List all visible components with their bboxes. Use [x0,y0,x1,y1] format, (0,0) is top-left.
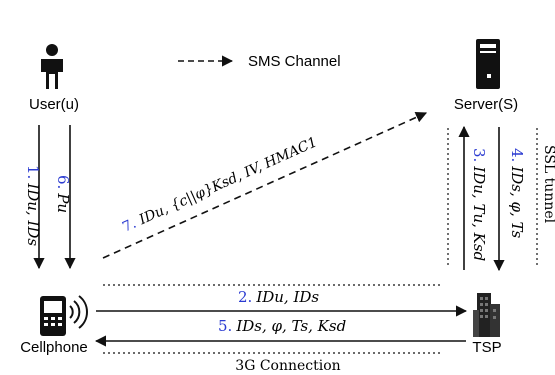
arrow-msg-7 [102,112,428,259]
msg-5-number: 5. [218,317,232,335]
msg-4-text: IDs, φ, Ts [508,165,526,238]
msg-6-label: 6. Pu [54,175,72,213]
g3-connection-label: 3G Connection [235,358,340,374]
person-icon [41,44,63,89]
msg-5-label: 5.IDs, φ, Ts, Ksd [218,317,346,335]
tsp-entity: TSP [472,293,502,356]
msg-5-text: IDs, φ, Ts, Ksd [235,317,346,335]
msg-1-text: IDu, IDs [24,182,42,246]
msg-7-number: 7. [120,216,139,236]
msg-4-number: 4. [508,148,526,162]
msg-6-text: Pu [54,192,72,213]
msg-6-number: 6. [54,175,72,189]
user-entity: User(u) [29,44,79,113]
msg-1-label: 1. IDu, IDs [24,165,42,246]
msg-2-number: 2. [238,288,252,306]
msg-4-label: 4. IDs, φ, Ts [508,148,526,238]
msg-7-label: 7.IDu, {c||φ}Ksd, IV, HMAC1 [120,134,320,235]
legend-label: SMS Channel [248,53,341,70]
msg-3-text: IDu, Tu, Ksd [470,165,488,261]
tsp-label: TSP [472,339,501,356]
user-label: User(u) [29,96,79,113]
building-icon [473,293,500,337]
msg-2-text: IDu, IDs [255,288,319,306]
msg-3-label: 3. IDu, Tu, Ksd [470,148,488,261]
msg-7-text: IDu, {c||φ}Ksd, IV, HMAC1 [136,134,320,228]
cellphone-icon [40,295,88,336]
cellphone-entity: Cellphone [20,295,88,356]
server-icon [476,39,500,89]
cellphone-label: Cellphone [20,339,88,356]
msg-3-number: 3. [470,148,488,162]
server-label: Server(S) [454,96,518,113]
msg-1-number: 1. [24,165,42,179]
msg-2-label: 2.IDu, IDs [238,288,319,306]
ssl-tunnel-label: SSL tunnel [541,145,555,224]
legend: SMS Channel [178,53,341,70]
server-entity: Server(S) [454,39,518,113]
